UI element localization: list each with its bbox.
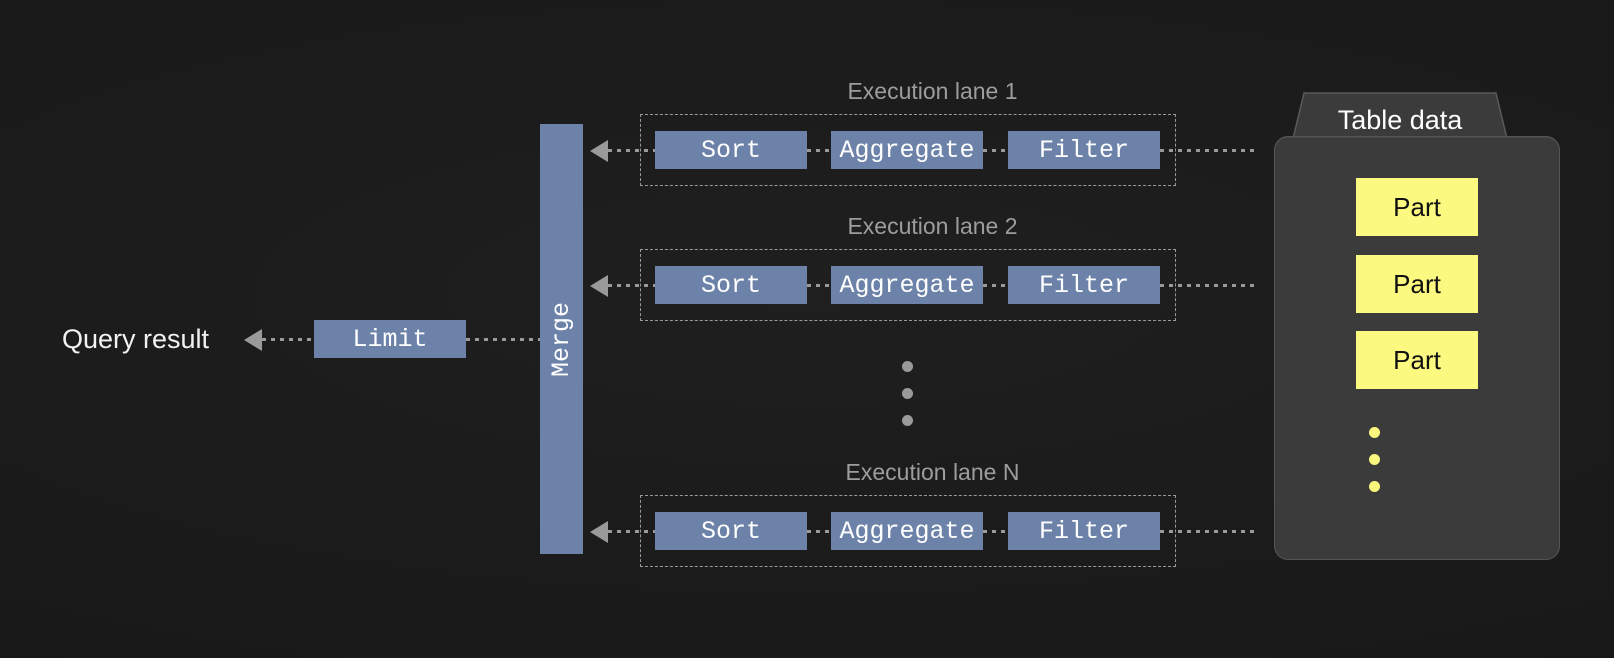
arrow-lane-1-to-merge xyxy=(590,140,608,162)
part-box-2[interactable]: Part xyxy=(1356,255,1478,313)
ellipsis-dot xyxy=(902,361,913,372)
ellipsis-dot xyxy=(1369,427,1380,438)
part-box-1[interactable]: Part xyxy=(1356,178,1478,236)
connector-filter-to-aggregate-lane-n xyxy=(983,530,1008,533)
op-aggregate-lane-2[interactable]: Aggregate xyxy=(831,266,983,304)
op-limit[interactable]: Limit xyxy=(314,320,466,358)
connector-lane-2-to-merge xyxy=(608,284,673,287)
merge-label: Merge xyxy=(547,301,577,377)
part-box-3[interactable]: Part xyxy=(1356,331,1478,389)
table-data-title: Table data xyxy=(1337,105,1463,135)
arrow-to-query-result xyxy=(244,329,262,351)
connector-table-to-lane-1 xyxy=(1160,149,1257,152)
connector-lane-1-to-merge xyxy=(608,149,673,152)
op-sort-lane-2[interactable]: Sort xyxy=(655,266,807,304)
ellipsis-dot xyxy=(902,388,913,399)
connector-aggregate-to-sort-lane-2 xyxy=(807,284,831,287)
op-sort-lane-1[interactable]: Sort xyxy=(655,131,807,169)
connector-merge-to-limit xyxy=(466,338,540,341)
ellipsis-dot xyxy=(902,415,913,426)
merge-node[interactable]: Merge xyxy=(540,124,583,554)
op-sort-lane-n[interactable]: Sort xyxy=(655,512,807,550)
ellipsis-dot xyxy=(1369,481,1380,492)
op-aggregate-lane-n[interactable]: Aggregate xyxy=(831,512,983,550)
op-filter-lane-1[interactable]: Filter xyxy=(1008,131,1160,169)
lane-title-1: Execution lane 1 xyxy=(847,78,1018,104)
arrow-lane-n-to-merge xyxy=(590,521,608,543)
connector-table-to-lane-n xyxy=(1160,530,1257,533)
connector-lane-n-to-merge xyxy=(608,530,673,533)
lane-title-2: Execution lane 2 xyxy=(847,213,1018,239)
lane-title-n: Execution lane N xyxy=(845,459,1020,485)
ellipsis-dot xyxy=(1369,454,1380,465)
connector-limit-to-query-result xyxy=(262,338,314,341)
table-data-ellipsis xyxy=(1369,427,1380,508)
query-result-label: Query result xyxy=(62,324,210,354)
lane-ellipsis xyxy=(902,361,913,442)
connector-filter-to-aggregate-lane-2 xyxy=(983,284,1008,287)
arrow-lane-2-to-merge xyxy=(590,275,608,297)
op-aggregate-lane-1[interactable]: Aggregate xyxy=(831,131,983,169)
connector-filter-to-aggregate-lane-1 xyxy=(983,149,1008,152)
connector-aggregate-to-sort-lane-1 xyxy=(807,149,831,152)
connector-table-to-lane-2 xyxy=(1160,284,1257,287)
op-filter-lane-2[interactable]: Filter xyxy=(1008,266,1160,304)
connector-aggregate-to-sort-lane-n xyxy=(807,530,831,533)
op-filter-lane-n[interactable]: Filter xyxy=(1008,512,1160,550)
